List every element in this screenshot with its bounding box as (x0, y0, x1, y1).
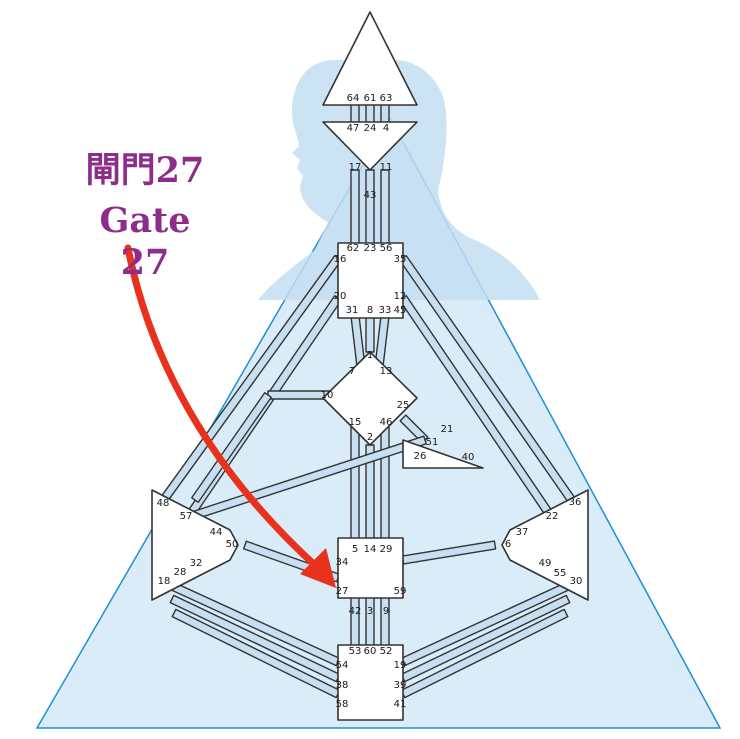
callout-arrowhead (300, 548, 336, 588)
gate-label-12: 12 (394, 291, 407, 302)
gate-title-english: Gate 27 (99, 200, 191, 283)
gate-label-23: 23 (364, 243, 377, 254)
gate-label-21: 21 (441, 424, 454, 435)
gate-label-32: 32 (190, 558, 203, 569)
gate-label-50: 50 (226, 539, 239, 550)
gate-title-chinese: 閘門27 (85, 150, 205, 191)
gate-label-63: 63 (380, 93, 393, 104)
solar-plexus-center (501, 489, 589, 601)
gate-label-61: 61 (364, 93, 377, 104)
gate-label-62: 62 (347, 243, 360, 254)
channel-43-23 (365, 169, 375, 247)
gate-label-35: 35 (394, 254, 407, 265)
gate-label-55: 55 (554, 568, 567, 579)
gate-label-46: 46 (380, 417, 393, 428)
gate-label-29: 29 (380, 544, 393, 555)
gate-label-5: 5 (352, 544, 358, 555)
gate-label-27: 27 (336, 586, 349, 597)
ajna-center (322, 121, 418, 171)
gate-label-14: 14 (364, 544, 377, 555)
gate-label-41: 41 (394, 699, 407, 710)
gate-label-58: 58 (336, 699, 349, 710)
gate-label-3: 3 (367, 606, 373, 617)
gate-label-52: 52 (380, 646, 393, 657)
gate-label-18: 18 (158, 576, 171, 587)
gate-label-36: 36 (569, 497, 582, 508)
gate-label-56: 56 (380, 243, 393, 254)
callout-arrow-shaft (124, 244, 322, 572)
gate-label-26: 26 (414, 451, 427, 462)
gate-label-20: 20 (334, 291, 347, 302)
ego-center (402, 439, 484, 469)
gate-label-45: 45 (394, 305, 407, 316)
gate-label-39: 39 (394, 680, 407, 691)
gate-label-53: 53 (349, 646, 362, 657)
channel-46-29 (380, 424, 390, 544)
gate-label-6: 6 (505, 539, 511, 550)
gate-label-13: 13 (380, 366, 393, 377)
channel-solar-root-2 (400, 608, 569, 699)
gate-label-34: 34 (336, 557, 349, 568)
sacral-center (337, 537, 404, 599)
gate-label-57: 57 (180, 511, 193, 522)
spleen-center (151, 489, 239, 601)
gate-label-17: 17 (349, 162, 362, 173)
channel-42-53 (350, 595, 360, 649)
gate-label-30: 30 (570, 576, 583, 587)
gate-label-44: 44 (210, 527, 223, 538)
gate-label-19: 19 (394, 660, 407, 671)
gate-label-48: 48 (157, 498, 170, 509)
channel-25-51 (399, 414, 429, 444)
gate-label-11: 11 (380, 162, 393, 173)
gate-label-16: 16 (334, 254, 347, 265)
channel-solar-root-1 (400, 594, 571, 683)
gate-label-64: 64 (347, 93, 360, 104)
throat-center (337, 242, 404, 319)
gate-label-8: 8 (367, 305, 373, 316)
gate-label-1: 1 (367, 350, 373, 361)
channel-10-57 (191, 392, 272, 503)
gate-label-47: 47 (347, 123, 360, 134)
gate-label-2: 2 (367, 432, 373, 443)
gate-label-49: 49 (539, 558, 552, 569)
gate-label-51: 51 (426, 437, 439, 448)
channel-8-1 (365, 315, 375, 353)
gate-label-15: 15 (349, 417, 362, 428)
gate-label-60: 60 (364, 646, 377, 657)
gate-label-37: 37 (516, 527, 529, 538)
channel-15-5 (350, 424, 360, 544)
gate-label-33: 33 (379, 305, 392, 316)
head-center (322, 11, 418, 106)
gate-label-54: 54 (336, 660, 349, 671)
gate-label-9: 9 (383, 606, 389, 617)
gate-label-43: 43 (364, 190, 377, 201)
channel-3-60 (365, 595, 375, 649)
gate-label-31: 31 (346, 305, 359, 316)
gate-label-4: 4 (383, 123, 389, 134)
human-head-silhouette (258, 60, 540, 300)
gate-label-40: 40 (462, 452, 475, 463)
g-center (322, 351, 418, 446)
root-center (337, 644, 404, 721)
gate-label-22: 22 (546, 511, 559, 522)
gate-label-25: 25 (397, 400, 410, 411)
channel-11-56 (380, 169, 390, 247)
gate-label-28: 28 (174, 567, 187, 578)
gate-label-38: 38 (336, 680, 349, 691)
gate-label-59: 59 (394, 586, 407, 597)
gate-label-10: 10 (321, 390, 334, 401)
channel-9-52 (380, 595, 390, 649)
gate-label-24: 24 (364, 123, 377, 134)
gate-label-7: 7 (349, 366, 355, 377)
gate-label-42: 42 (349, 606, 362, 617)
channel-17-62 (350, 169, 360, 247)
